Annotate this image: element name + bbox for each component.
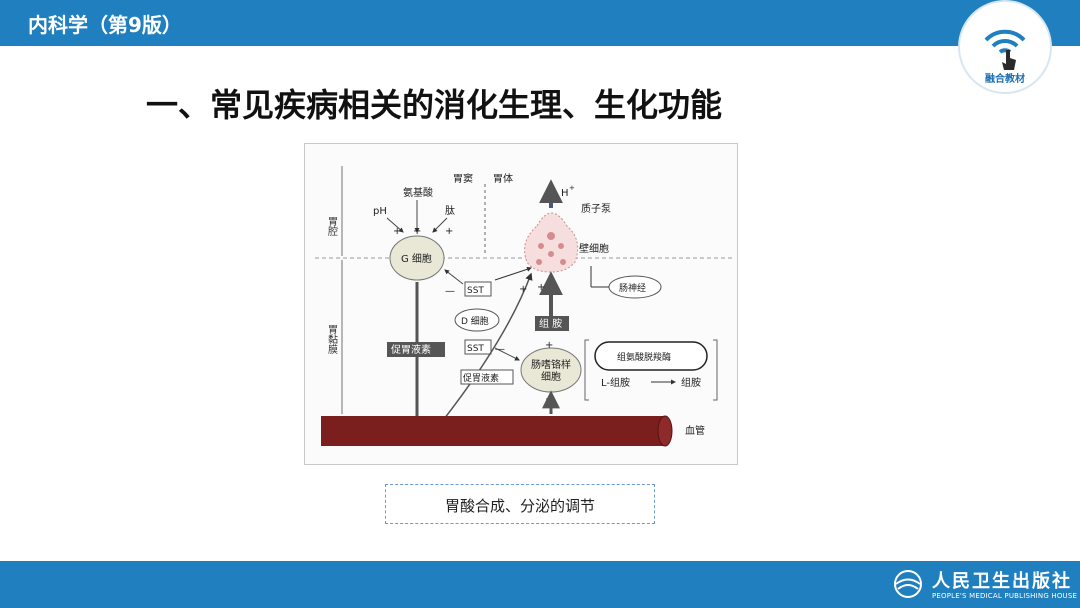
h-plus-superscript: + <box>569 184 575 192</box>
histamine-label: 组 胺 <box>539 317 562 330</box>
minus-sign: — <box>495 344 505 355</box>
publisher-english-name: PEOPLE'S MEDICAL PUBLISHING HOUSE <box>932 592 1078 600</box>
blood-vessel <box>321 416 665 446</box>
sst-inhibit-arrow <box>444 269 464 285</box>
enteric-nerve-label: 肠神经 <box>619 282 646 294</box>
d-cell-label: D 细胞 <box>461 315 489 327</box>
gastric-lumen-label: 胃腔 <box>326 216 338 237</box>
hdc-label: 组氨酸脱羧酶 <box>617 351 671 363</box>
figure-caption: 胃酸合成、分泌的调节 <box>444 497 595 515</box>
plus-sign: + <box>545 340 553 351</box>
gastrin-label: 促胃液素 <box>463 372 499 384</box>
amino-acid-label: 氨基酸 <box>403 186 433 199</box>
plus-sign: + <box>445 226 453 237</box>
touch-wifi-icon <box>984 29 1026 70</box>
minus-sign: — <box>445 286 455 297</box>
parietal-cell <box>524 212 579 273</box>
ph-label: pH <box>373 206 387 217</box>
figure-caption-box: 胃酸合成、分泌的调节 <box>385 484 655 524</box>
gastrin-to-parietal-arrow <box>428 272 533 439</box>
blood-vessel-end <box>657 415 673 447</box>
sst-box-upper <box>464 281 492 297</box>
histamine-box <box>535 316 569 331</box>
plus-sign: + <box>413 226 421 237</box>
enzyme-bracket <box>713 339 718 401</box>
g-cell-label: G 细胞 <box>401 252 432 265</box>
publisher-logo-icon <box>894 570 922 598</box>
ph-arrow <box>386 217 404 233</box>
gastrin-box-g-cell <box>387 342 445 357</box>
neural-signal-arrow <box>494 266 532 281</box>
gastric-mucosa-label: 胃黏膜 <box>326 324 338 355</box>
ecl-cell-label-line2: 细胞 <box>541 370 561 383</box>
ecl-cell-label-line1: 肠嗜铬样 <box>531 358 571 371</box>
body-label: 胃体 <box>493 173 513 185</box>
sst-inhibit-ecl-arrow <box>494 347 520 361</box>
gastric-acid-regulation-diagram: 胃腔 胃黏膜 胃窦 胃体 氨基酸 pH 肽 + + + G 细胞 H + 质子泵… <box>304 143 738 465</box>
hdc-oval <box>594 341 708 371</box>
top-bar: 内科学（第9版） <box>0 0 1080 46</box>
antrum-label: 胃窦 <box>453 172 473 185</box>
histamine-product-label: 组胺 <box>681 376 701 389</box>
publisher-name: 人民卫生出版社 <box>932 571 1072 592</box>
plus-sign: + <box>519 284 527 295</box>
sst-label-lower: SST <box>467 344 484 354</box>
plus-sign: + <box>537 282 545 293</box>
enzyme-bracket <box>584 339 589 401</box>
book-title: 内科学（第9版） <box>28 13 182 37</box>
slide-heading: 一、常见疾病相关的消化生理、生化功能 <box>146 86 723 124</box>
fusion-textbook-badge[interactable]: 融合教材 <box>960 2 1050 92</box>
d-cell <box>454 308 500 332</box>
peptide-arrow <box>432 217 448 233</box>
peptide-label: 肽 <box>445 204 455 217</box>
l-histidine-label: L-组胺 <box>601 376 630 389</box>
gastrin-box <box>460 369 514 385</box>
bottom-bar: 人民卫生出版社 PEOPLE'S MEDICAL PUBLISHING HOUS… <box>0 561 1080 608</box>
blood-vessel-label: 血管 <box>685 424 705 437</box>
h-plus-label: H <box>561 188 569 199</box>
parietal-cell-label: 壁细胞 <box>579 242 609 255</box>
proton-pump-label: 质子泵 <box>581 203 611 215</box>
plus-sign: + <box>393 226 401 237</box>
gastrin-label-g-cell: 促胃液素 <box>391 343 431 356</box>
g-cell <box>389 235 445 281</box>
sst-box-lower <box>464 339 492 355</box>
badge-label: 融合教材 <box>985 74 1025 85</box>
sst-label-upper: SST <box>467 286 484 296</box>
